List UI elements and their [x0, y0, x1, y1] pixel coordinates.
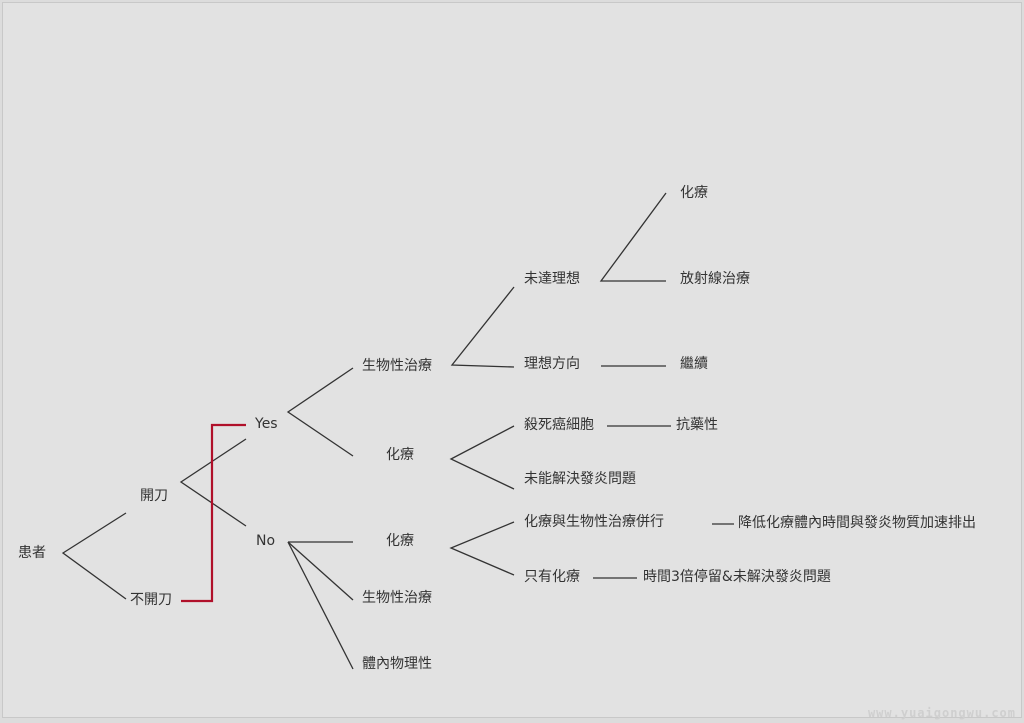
node-surgery: 開刀 [140, 488, 168, 504]
node-not-ideal: 未達理想 [524, 271, 580, 287]
node-yes: Yes [255, 416, 278, 432]
node-not-ideal-chemo: 化療 [680, 185, 708, 201]
node-no-surgery: 不開刀 [130, 592, 172, 608]
edge-yes [286, 367, 354, 457]
node-resistance: 抗藥性 [676, 417, 718, 433]
edge-no-chemo-branch [449, 521, 515, 576]
node-no-chemo: 化療 [386, 533, 414, 549]
edge-no-physical [287, 541, 354, 670]
edge-yes-bio [450, 286, 515, 368]
edge-no-bio [287, 541, 354, 601]
node-no-bio: 生物性治療 [362, 590, 432, 606]
node-no-physical: 體內物理性 [362, 656, 432, 672]
node-kill-cells: 殺死癌細胞 [524, 417, 594, 433]
node-ideal: 理想方向 [524, 356, 580, 372]
watermark: www.yuaigongwu.com [867, 706, 1016, 720]
edge-root [61, 512, 127, 600]
node-yes-chemo: 化療 [386, 447, 414, 463]
node-root: 患者 [18, 545, 46, 561]
edge-yes-chemo [449, 425, 515, 490]
edge-surgery [179, 438, 247, 527]
node-combined-result: 降低化療體內時間與發炎物質加速排出 [738, 515, 976, 531]
node-yes-bio: 生物性治療 [362, 358, 432, 374]
highlight-path [181, 423, 246, 603]
node-radiation: 放射線治療 [680, 271, 750, 287]
node-chemo-only-result: 時間3倍停留&未解決發炎問題 [643, 569, 831, 585]
edge-not-ideal [599, 192, 667, 282]
node-inflammation: 未能解決發炎問題 [524, 471, 636, 487]
node-chemo-only: 只有化療 [524, 569, 580, 585]
node-continue: 繼續 [680, 356, 708, 372]
node-combined: 化療與生物性治療併行 [524, 514, 664, 530]
node-no: No [256, 533, 276, 549]
